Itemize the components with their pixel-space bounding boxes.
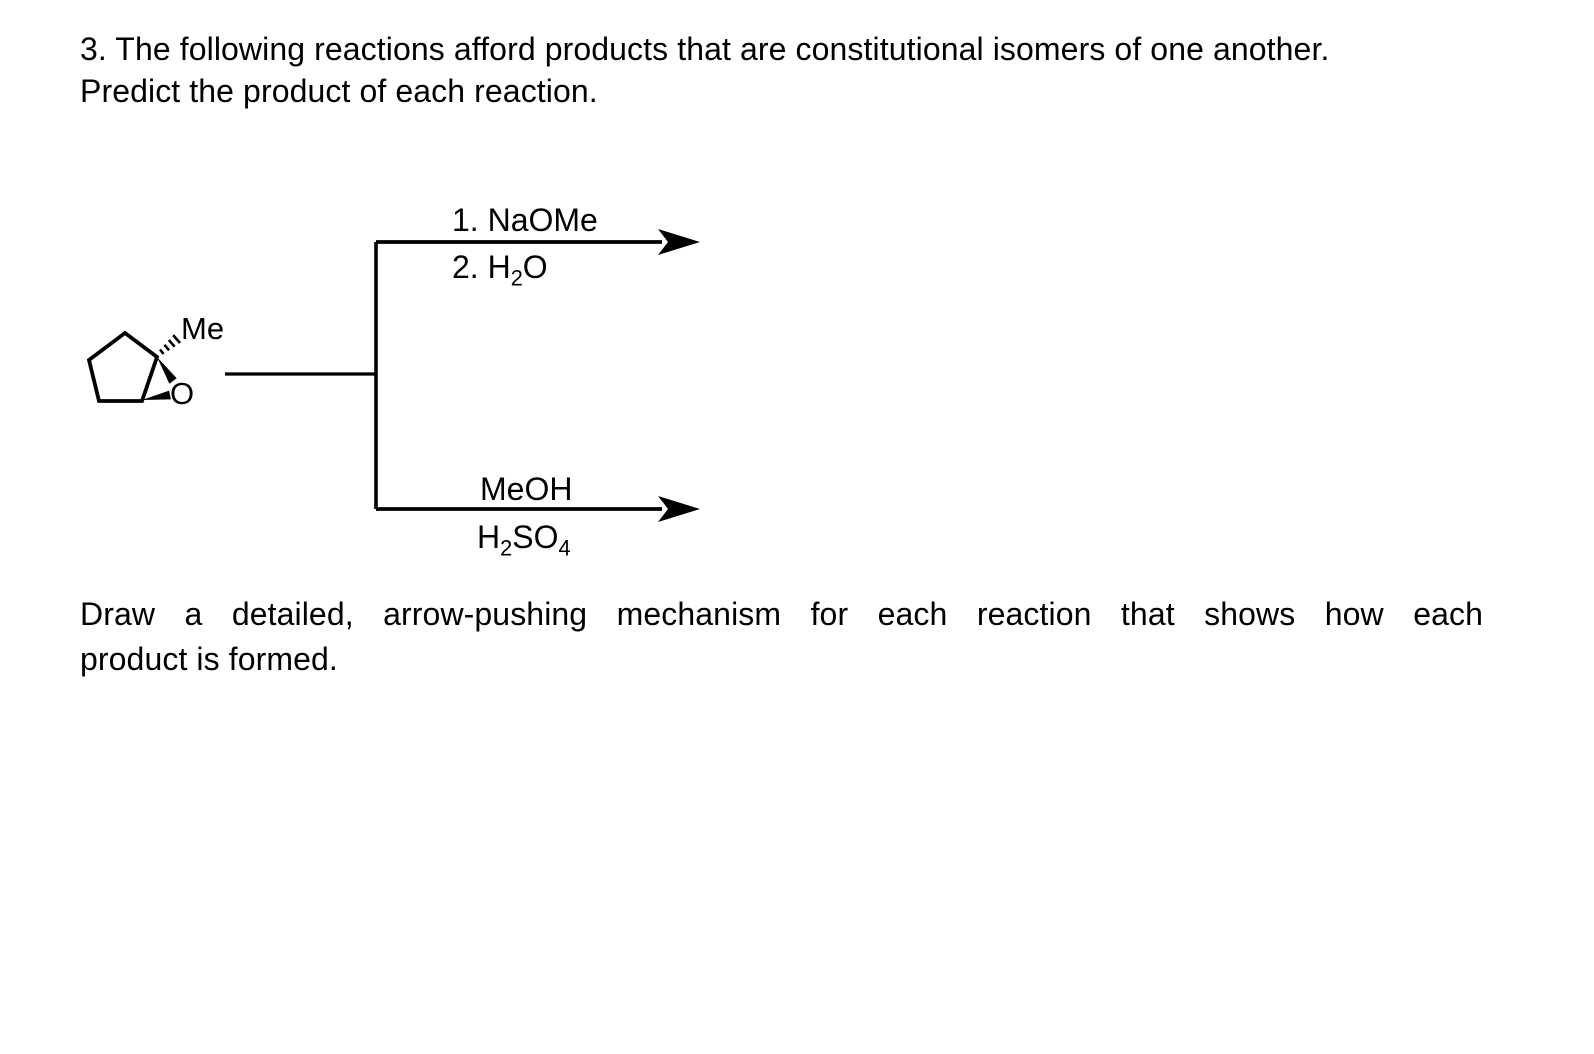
bottom-reagent-acid-h: H [477,519,501,555]
oxygen-atom-label: O [170,376,194,411]
cyclopentane-ring [86,330,160,403]
question-line-1: 3. The following reactions afford produc… [80,31,1330,67]
hashed-wedge-bond-me [159,334,181,355]
bottom-reagent-acid: H2SO4 [477,519,571,559]
instruction-text: Draw a detailed, arrow-pushing mechanism… [80,592,1483,682]
top-reagent-step2-subscript: 2 [510,265,523,291]
instruction-line-1: Draw a detailed, arrow-pushing mechanism… [80,596,1483,632]
bold-wedge-bond-c1-o [157,357,177,384]
bottom-reagent-solvent: MeOH [480,471,573,507]
top-reagent-step2-text: 2. H [452,249,511,285]
bottom-reaction-arrowhead [658,496,700,522]
question-text: 3. The following reactions afford produc… [80,28,1329,112]
top-reaction-arrowhead [658,229,700,255]
bottom-reagent-acid-sub2: 2 [500,535,513,561]
methyl-group-label: Me [181,311,224,346]
question-line-2: Predict the product of each reaction. [80,73,598,109]
top-reagent-step2-text-end: O [522,249,548,285]
bottom-reagent-acid-so: SO [512,519,559,555]
reaction-scheme: O Me [86,229,700,522]
top-reagent-step2: 2. H2O [452,249,548,289]
top-reagent-step1: 1. NaOMe [452,202,598,238]
bottom-reagent-acid-sub4: 4 [558,535,571,561]
instruction-line-2: product is formed. [80,641,338,677]
bold-wedge-bond-c5-o [142,390,171,400]
